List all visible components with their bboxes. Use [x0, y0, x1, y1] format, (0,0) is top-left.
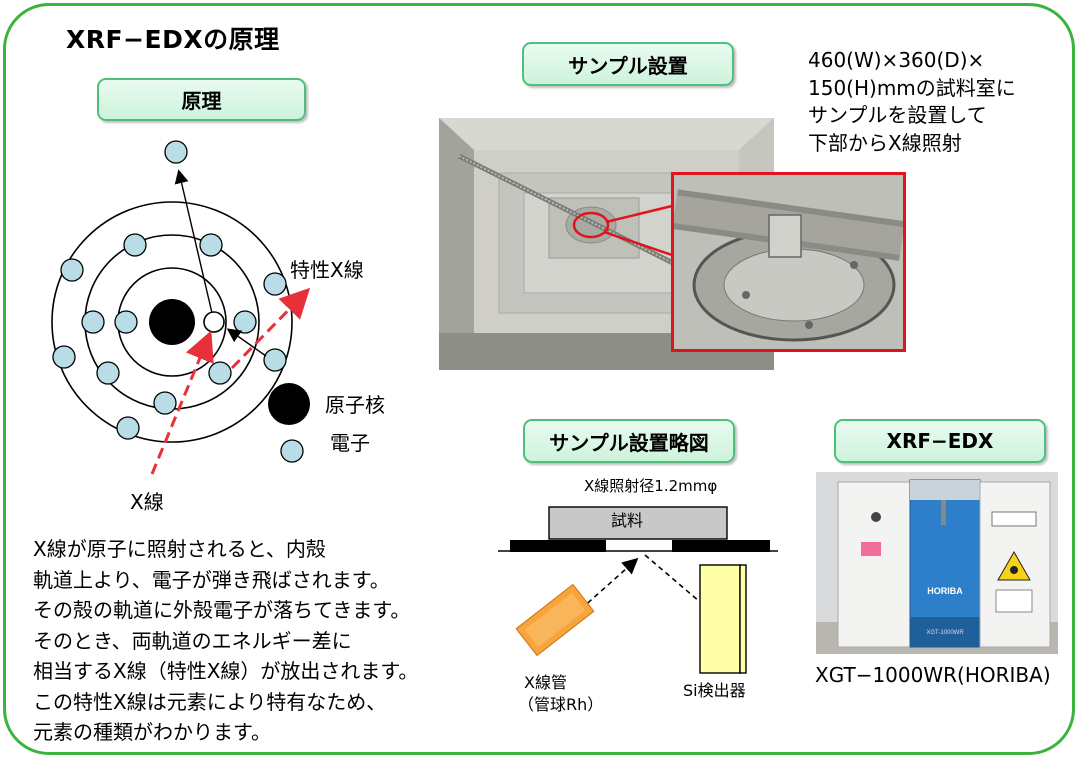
- electron: [114, 310, 138, 334]
- electron: [123, 233, 147, 257]
- characteristic-xray-arrow: [230, 287, 311, 370]
- brand-text: HORIBA: [927, 586, 963, 596]
- electron: [263, 272, 287, 296]
- electron: [153, 391, 177, 415]
- electron: [96, 361, 120, 385]
- legend-nucleus-symbol: [268, 383, 310, 425]
- sample-label: 試料: [611, 511, 644, 530]
- legend-electron-symbol: [280, 439, 304, 463]
- characteristic-xray-label: 特性X線: [290, 258, 364, 282]
- sample-schematic-label: サンプル設置略図: [523, 419, 735, 463]
- electron-vacancy: [203, 311, 225, 333]
- transition-arrow: [226, 328, 267, 357]
- electron: [208, 361, 232, 385]
- electron-legend-label: 電子: [330, 431, 370, 455]
- electron: [199, 233, 223, 257]
- nucleus: [149, 299, 195, 345]
- sample-block: [548, 506, 728, 540]
- electron: [263, 348, 287, 372]
- si-detector: [699, 564, 741, 674]
- stage-right: [672, 540, 770, 552]
- electron: [60, 258, 84, 282]
- electron: [81, 310, 105, 334]
- beam-diameter-label: X線照射径1.2mmφ: [584, 477, 718, 495]
- xray-tube-label: X線管 （管球Rh）: [518, 673, 604, 714]
- electron: [233, 310, 257, 334]
- page-frame: [3, 3, 1075, 755]
- orbit-outer: [51, 201, 293, 443]
- incident-xray-arrow: [150, 330, 214, 475]
- incident-beam: [580, 557, 639, 610]
- model-text: XGT-1000WR: [926, 630, 964, 636]
- sample-setup-label: サンプル設置: [522, 42, 734, 86]
- ejected-electron: [164, 140, 188, 164]
- instrument-photo: HORIBA XGT-1000WR: [816, 472, 1058, 654]
- sample-closeup-photo: [671, 172, 906, 352]
- detector-label: Si検出器: [683, 681, 746, 700]
- xrf-edx-label: XRF−EDX: [834, 419, 1046, 463]
- xray-label: X線: [130, 490, 164, 514]
- stage-left: [510, 540, 606, 552]
- si-detector-window: [739, 564, 747, 674]
- chamber-note: 460(W)×360(D)× 150(H)mmの試料室に サンプルを設置して 下…: [808, 48, 1016, 155]
- instrument-caption: XGT−1000WR(HORIBA): [815, 663, 1051, 687]
- xray-tube: [515, 583, 595, 657]
- electron: [52, 345, 76, 369]
- ejection-arrow: [174, 169, 213, 314]
- electron: [116, 416, 140, 440]
- nucleus-legend-label: 原子核: [325, 393, 385, 417]
- principle-label: 原理: [97, 78, 306, 121]
- page-title: XRF−EDXの原理: [66, 25, 280, 54]
- explanation-text: X線が原子に照射されると、内殻 軌道上より、電子が弾き飛ばされます。 その殻の軌…: [33, 537, 419, 744]
